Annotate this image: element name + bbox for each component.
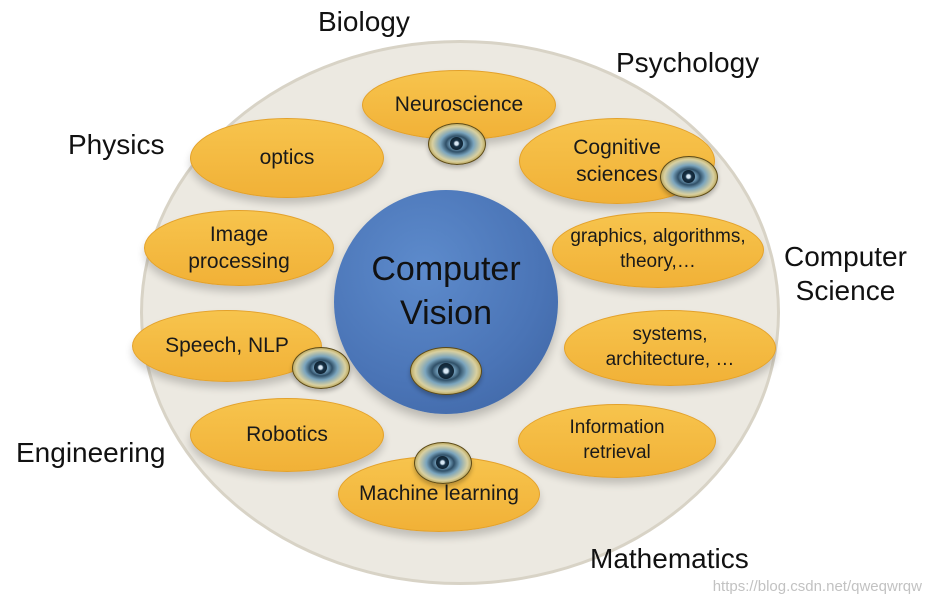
pill-robotics: Robotics <box>190 398 384 472</box>
label-mathematics: Mathematics <box>590 543 749 574</box>
pill-information-retrieval-label: Information retrieval <box>569 417 665 463</box>
pill-speech-nlp: Speech, NLP <box>132 310 322 382</box>
label-psychology: Psychology <box>616 47 760 78</box>
pill-systems-architecture: systems, architecture, … <box>564 310 776 386</box>
pill-systems-architecture-label: systems, architecture, … <box>605 324 735 370</box>
label-computer-science: Computer Science <box>784 241 907 306</box>
computer-vision-core: Computer Vision <box>334 190 558 414</box>
pill-robotics-label: Robotics <box>246 423 328 447</box>
label-biology: Biology <box>318 6 410 37</box>
label-engineering: Engineering <box>16 437 166 468</box>
pill-graphics-algorithms-theory-label: graphics, algorithms, theory,… <box>570 226 746 272</box>
label-physics: Physics <box>68 129 165 160</box>
computer-vision-label: Computer Vision <box>371 250 521 332</box>
watermark: https://blog.csdn.net/qweqwrqw <box>712 578 922 595</box>
pill-cognitive-sciences-label: Cognitive sciences <box>573 135 661 186</box>
eye-icon <box>414 442 472 484</box>
pill-graphics-algorithms-theory: graphics, algorithms, theory,… <box>552 212 764 288</box>
pill-image-processing: Image processing <box>144 210 334 286</box>
pill-information-retrieval: Information retrieval <box>518 404 716 478</box>
eye-icon <box>428 123 486 165</box>
eye-icon <box>660 156 718 198</box>
pill-speech-nlp-label: Speech, NLP <box>165 334 289 358</box>
pill-image-processing-label: Image processing <box>188 222 290 273</box>
eye-icon <box>410 347 482 395</box>
pill-machine-learning-label: Machine learning <box>359 482 519 506</box>
eye-icon <box>292 347 350 389</box>
pill-optics-label: optics <box>259 146 315 170</box>
pill-neuroscience-label: Neuroscience <box>394 93 524 117</box>
pill-optics: optics <box>190 118 384 198</box>
